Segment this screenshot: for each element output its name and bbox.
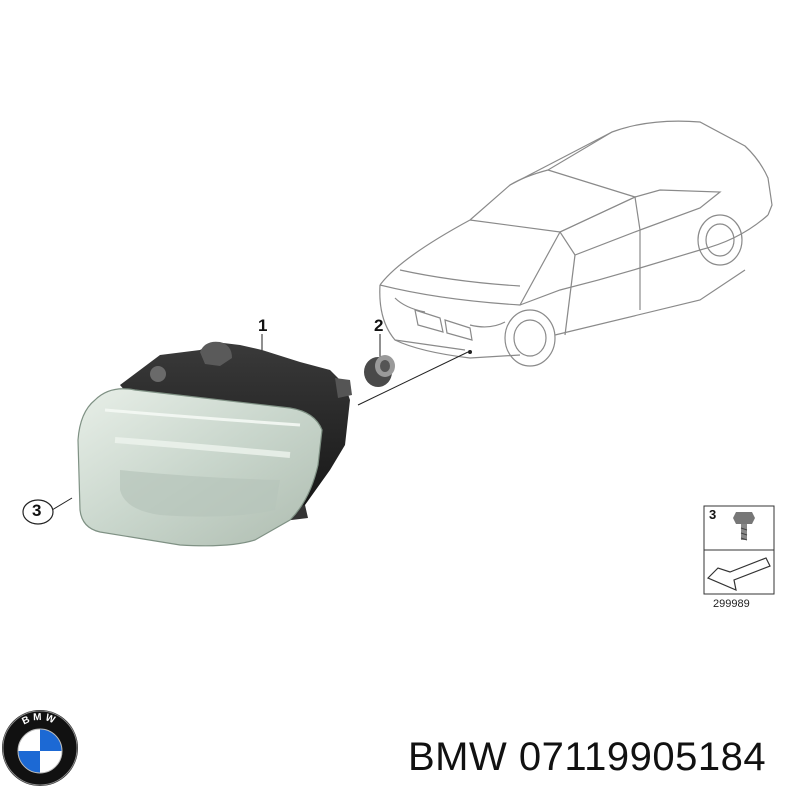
callout-3: 3 [32, 501, 42, 520]
callout-1: 1 [258, 316, 268, 335]
part-number-label: BMW 07119905184 [408, 735, 767, 779]
arrow-icon [706, 557, 771, 592]
logo-lettering: BMW [20, 712, 56, 728]
screw-icon [733, 512, 755, 541]
callout-2: 2 [374, 316, 384, 335]
svg-text:BMW: BMW [20, 712, 59, 728]
legend-reference-code: 299989 [713, 598, 750, 610]
legend-item-number: 3 [709, 507, 717, 522]
